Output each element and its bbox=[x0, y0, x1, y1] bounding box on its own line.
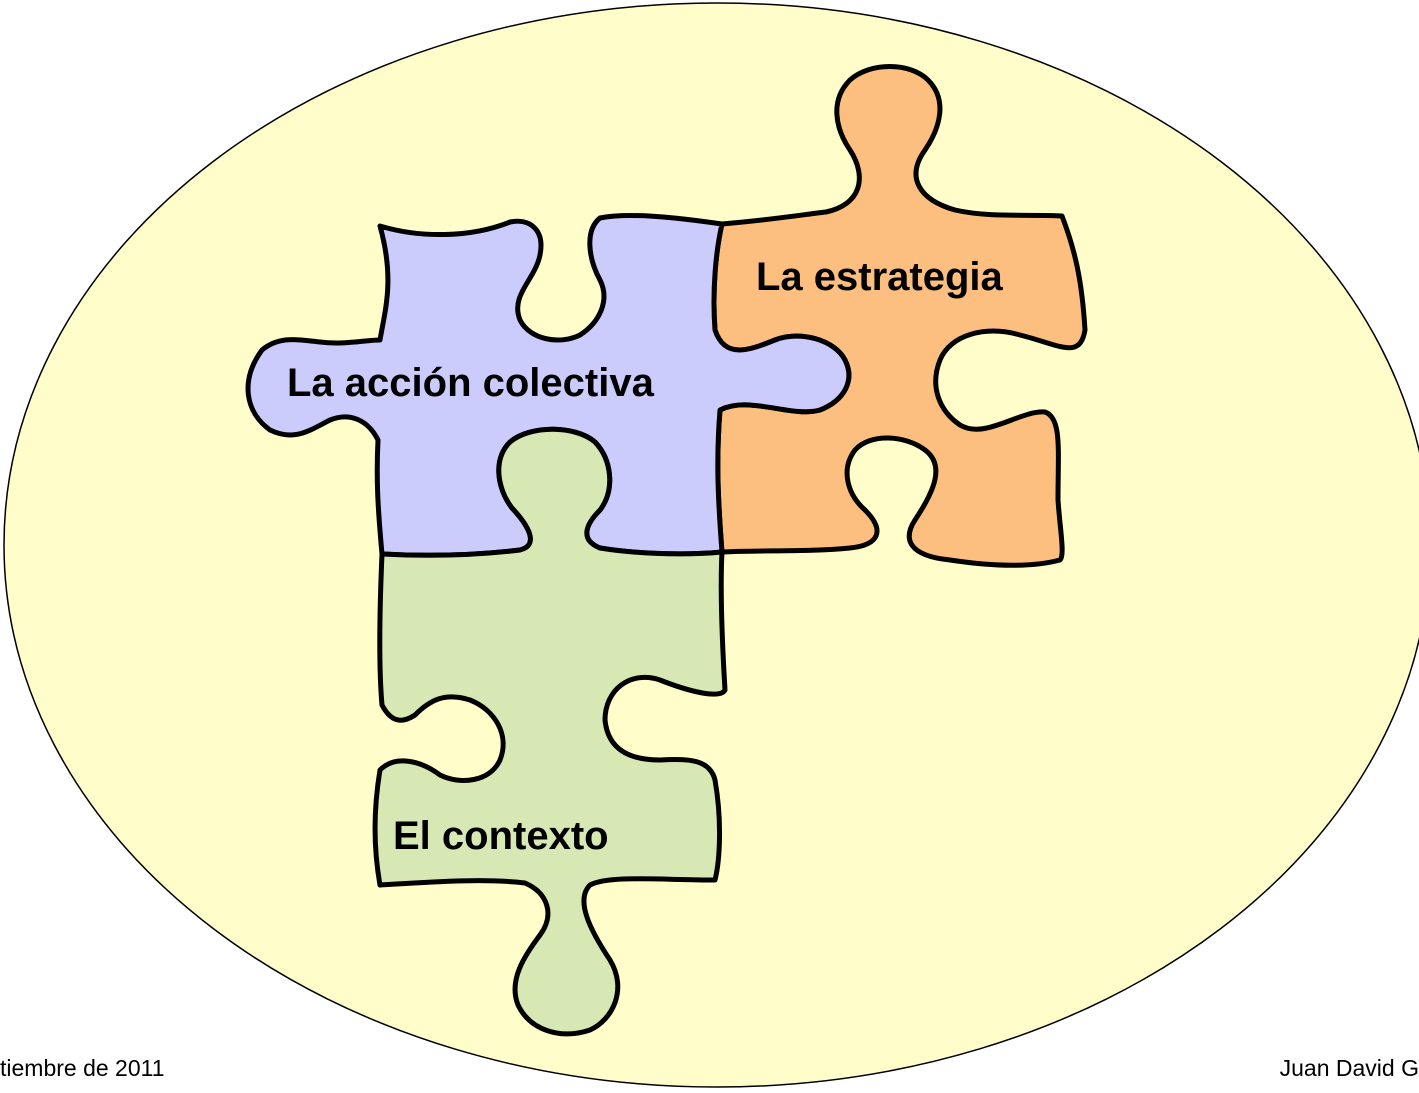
label-el-contexto: El contexto bbox=[393, 814, 609, 858]
footer-author: Juan David G bbox=[1279, 1055, 1419, 1081]
label-estrategia: La estrategia bbox=[756, 255, 1004, 299]
footer-date: tiembre de 2011 bbox=[0, 1055, 165, 1081]
puzzle-piece-el-contexto bbox=[372, 426, 728, 1037]
label-accion-colectiva: La acción colectiva bbox=[287, 361, 655, 405]
